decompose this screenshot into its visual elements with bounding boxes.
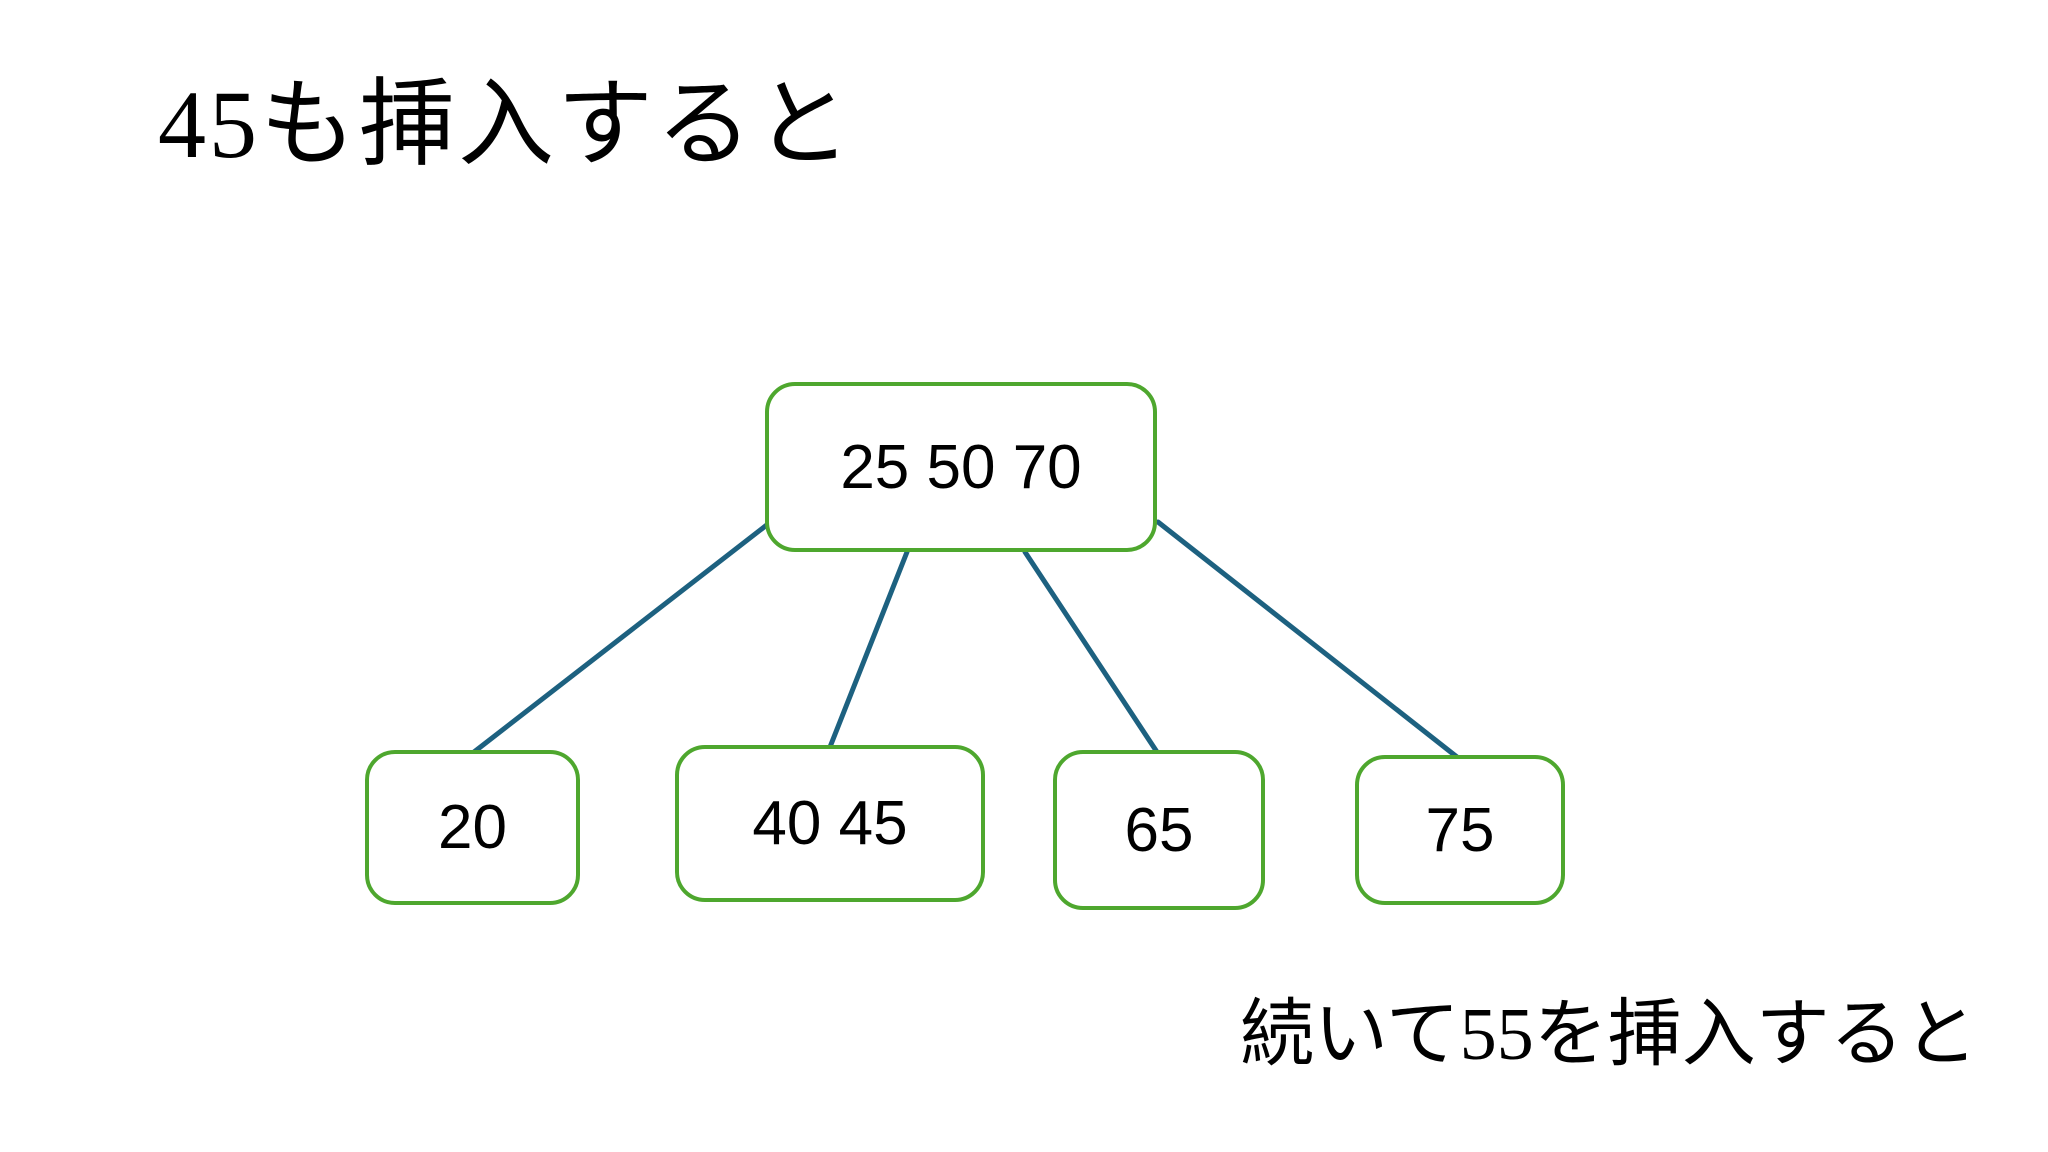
tree-node-leaf-40-45: 40 45 xyxy=(675,745,985,902)
tree-node-leaf-20: 20 xyxy=(365,750,580,905)
tree-node-root: 25 50 70 xyxy=(765,382,1157,552)
edge-root-to-leaf-40-45 xyxy=(827,549,910,750)
edge-root-to-leaf-20 xyxy=(471,521,771,755)
edge-root-to-leaf-65 xyxy=(1022,549,1160,755)
edge-root-to-leaf-75 xyxy=(1155,519,1460,760)
footnote-text: 続いて55を挿入すると xyxy=(1240,994,1978,1076)
tree-node-root-label: 25 50 70 xyxy=(840,432,1082,502)
slide-title: 45も挿入すると xyxy=(158,71,854,178)
tree-node-leaf-40-45-label: 40 45 xyxy=(752,789,908,858)
tree-node-leaf-20-label: 20 xyxy=(438,793,507,862)
tree-node-leaf-75: 75 xyxy=(1355,755,1565,905)
tree-node-leaf-65-label: 65 xyxy=(1124,795,1194,865)
tree-node-leaf-65: 65 xyxy=(1053,750,1265,910)
tree-node-leaf-75-label: 75 xyxy=(1425,795,1495,865)
